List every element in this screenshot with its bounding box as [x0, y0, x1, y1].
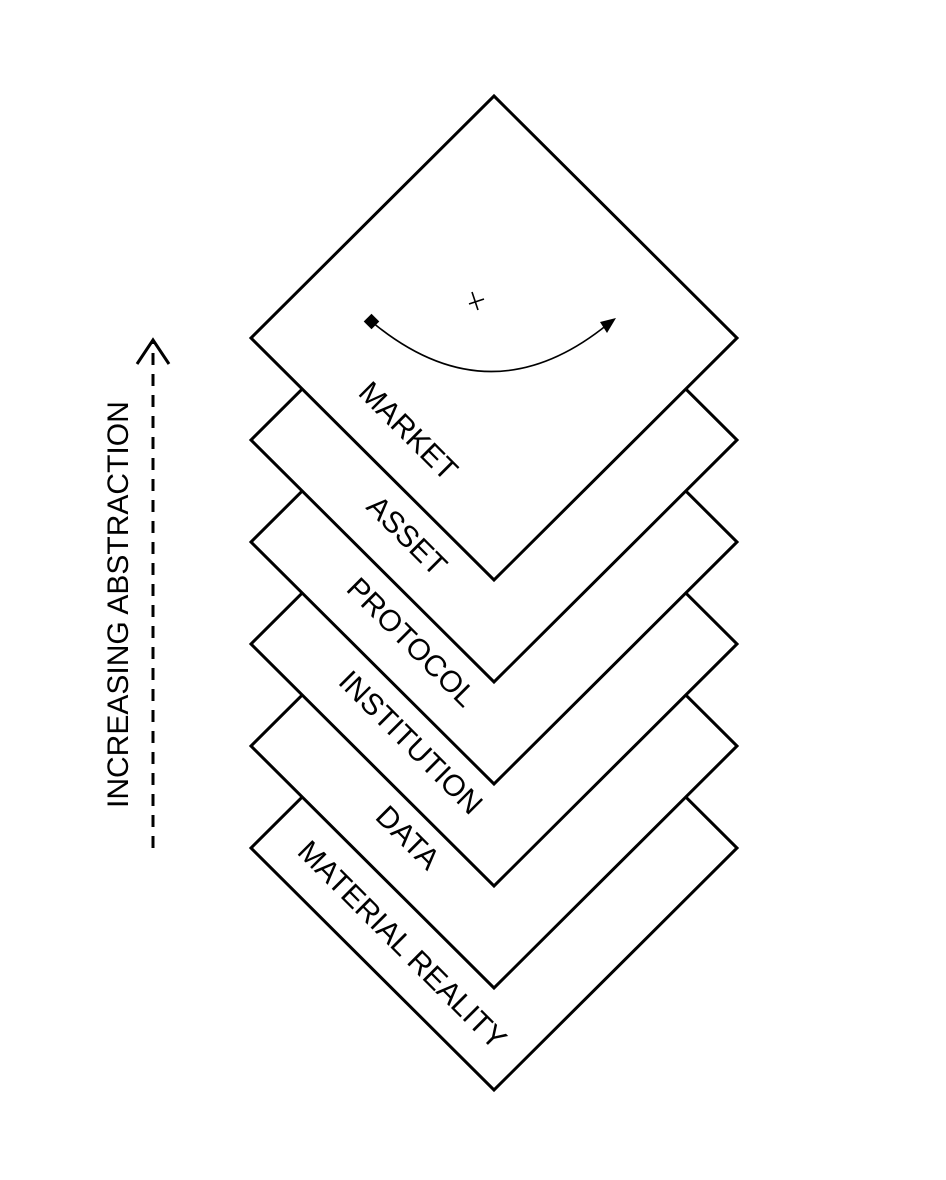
layer-market: MARKET	[248, 93, 740, 583]
arrow-up-icon	[135, 337, 171, 365]
axis-label: INCREASING ABSTRACTION	[102, 401, 135, 808]
abstraction-axis	[135, 337, 171, 848]
